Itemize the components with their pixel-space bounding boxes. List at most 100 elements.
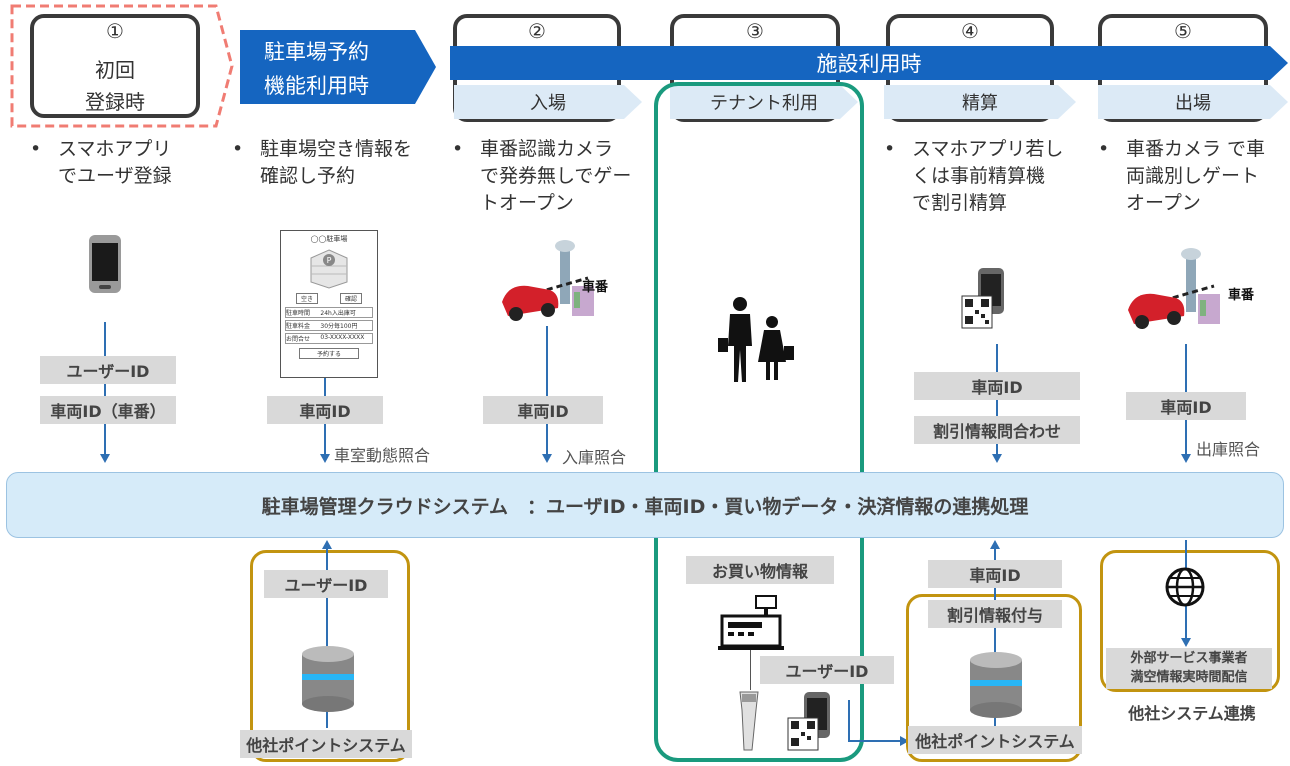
plate-label-exit: 車番 [1228, 288, 1255, 303]
qr-phone-icon-tenant [787, 692, 830, 751]
discount-inquiry-tag: 割引情報問合わせ [914, 416, 1080, 444]
vehicle-id-plate-tag: 車両ID（車番） [40, 396, 176, 424]
bullet-entry: • 車番認識カメラ で発券無しでゲー トオープン [452, 136, 652, 220]
cloud-system-label: 駐車場管理クラウドシステム ：ユーザID・車両ID・買い物データ・決済情報の連携… [261, 495, 1029, 518]
external-service-label: 外部サービス事業者 満空情報実時間配信 [1106, 648, 1272, 689]
screen-row-key: お問合せ [286, 336, 311, 343]
arrow-col3-line [546, 326, 548, 454]
bullet-dot: • [30, 138, 42, 160]
arrow-col4-head [992, 454, 1002, 463]
arrow-col2-head [320, 454, 330, 463]
vehicle-id-tag-col3: 車両ID [483, 396, 603, 424]
screen-row: 駐車時間 24h入出庫可 [285, 307, 373, 318]
vacancy-check-label: 車室動態照合 [334, 446, 431, 465]
register-link-line [750, 650, 751, 690]
car-gate-exit-icon [1128, 248, 1220, 329]
settlement-chevron: 精算 [884, 85, 1076, 119]
bullet-reservation: • 駐車場空き情報を 確認し予約 [232, 136, 452, 196]
screen-row: お問合せ 03-XXXX-XXXX [285, 333, 373, 344]
bullet-exit: • 車番カメラ で車 両識別しゲート オープン [1098, 136, 1288, 220]
facility-use-bar: 施設利用時 [450, 46, 1288, 80]
step1-line1: 初回 [95, 58, 135, 82]
bullet-exit-text: 車番カメラ で車 両識別しゲート オープン [1126, 138, 1266, 214]
exit-check-label: 出庫照合 [1196, 440, 1261, 459]
tenant-frame [654, 82, 864, 762]
entry-label: 入場 [530, 93, 566, 114]
qr-phone-icon [961, 268, 1004, 329]
barcode-scanner-icon [739, 691, 759, 751]
globe-icon [1165, 567, 1205, 607]
cloud-system-bar: 駐車場管理クラウドシステム ：ユーザID・車両ID・買い物データ・決済情報の連携… [6, 472, 1284, 538]
vehicle-id-tag-col4: 車両ID [914, 372, 1080, 400]
arrow-up-left-head [322, 540, 332, 549]
step4-number: ④ [961, 19, 979, 43]
arrow-col1-head [100, 454, 110, 463]
point-system-frame-left [250, 550, 410, 762]
cash-register-icon [718, 595, 784, 650]
tenant-chevron: テナント利用 [670, 85, 858, 119]
arrow-up-left-line [326, 548, 328, 728]
exit-label: 出場 [1175, 93, 1211, 114]
bullet-registration-text: スマホアプリ でユーザ登録 [58, 138, 172, 187]
reservation-header-line2: 機能利用時 [264, 74, 369, 98]
vehicle-id-tag-col5: 車両ID [1126, 392, 1246, 420]
arrow-col3-head [542, 454, 552, 463]
entry-chevron: 入場 [454, 85, 642, 119]
reservation-header: 駐車場予約 機能利用時 [240, 30, 436, 104]
screen-row: 駐車料金 30分毎100円 [285, 320, 373, 331]
step3-number: ③ [746, 19, 764, 43]
user-id-tag-tenant: ユーザーID [760, 656, 894, 684]
bullet-entry-text: 車番認識カメラ で発券無しでゲー トオープン [480, 138, 632, 214]
user-id-tag-col1: ユーザーID [40, 356, 176, 384]
discount-grant-tag: 割引情報付与 [928, 600, 1062, 628]
other-system-link-label: 他社システム連携 [1128, 704, 1256, 723]
arrow-up-right-line [994, 548, 996, 728]
entry-check-label: 入庫照合 [562, 448, 627, 467]
arrow-ext-head [1181, 638, 1191, 647]
screen-row-key: 駐車料金 [286, 323, 311, 330]
facility-use-label: 施設利用時 [816, 52, 922, 76]
bullet-settlement-text: スマホアプリ若し くは事前精算機 で割引精算 [912, 138, 1064, 214]
point-system-label-right: 他社ポイントシステム [908, 726, 1082, 754]
arrow-tenant-to-point-h [848, 740, 900, 742]
screen-row-val: 30分毎100円 [320, 323, 358, 330]
database-icon-right [970, 652, 1022, 718]
screen-row-key: 駐車時間 [286, 310, 311, 317]
external-service-frame [1100, 550, 1280, 692]
svg-text:P: P [327, 256, 332, 265]
screen-confirm: 予約する [299, 348, 359, 359]
vehicle-id-tag-bottom: 車両ID [928, 560, 1062, 588]
arrow-up-right-head [990, 540, 1000, 549]
step1-box: ① 初回 登録時 [30, 14, 200, 118]
database-icon-left [302, 646, 354, 712]
screen-btn-left: 空き [295, 293, 318, 304]
screen-row-val: 24h入出庫可 [320, 310, 356, 317]
bullet-settlement: • スマホアプリ若し くは事前精算機 で割引精算 [884, 136, 1084, 220]
settlement-label: 精算 [962, 93, 998, 114]
bullet-registration: • スマホアプリ でユーザ登録 [30, 136, 230, 196]
step1-number: ① [106, 19, 124, 43]
plate-label-entry: 車番 [582, 280, 609, 295]
parking-building-icon: P [310, 249, 348, 289]
step1-highlight-frame [10, 4, 234, 128]
bullet-dot: • [884, 138, 896, 160]
screen-btn-right: 確認 [339, 293, 362, 304]
arrow-tenant-to-point-head [900, 736, 909, 746]
screen-row-val: 03-XXXX-XXXX [320, 334, 365, 341]
step1-line2: 登録時 [85, 90, 145, 114]
bullet-dot: • [452, 138, 464, 160]
smartphone-icon [89, 235, 121, 293]
arrow-col5-head [1181, 454, 1191, 463]
reservation-screen-icon: ◯◯駐車場 P 空き 確認 駐車時間 24h入出庫可 駐車料金 30分毎100円 お… [280, 230, 378, 378]
point-system-label-left: 他社ポイントシステム [240, 730, 412, 758]
user-id-tag-left: ユーザーID [264, 570, 388, 598]
reservation-screen-title: ◯◯駐車場 [310, 235, 348, 243]
bullet-reservation-text: 駐車場空き情報を 確認し予約 [260, 138, 413, 187]
arrow-tenant-to-point-line [848, 700, 850, 740]
shoppers-icon [718, 297, 794, 382]
step2-number: ② [528, 19, 546, 43]
bullet-dot: • [232, 138, 244, 160]
vehicle-id-tag-col2: 車両ID [267, 396, 383, 424]
tenant-label: テナント利用 [710, 93, 818, 114]
shopping-info-tag: お買い物情報 [686, 556, 834, 584]
